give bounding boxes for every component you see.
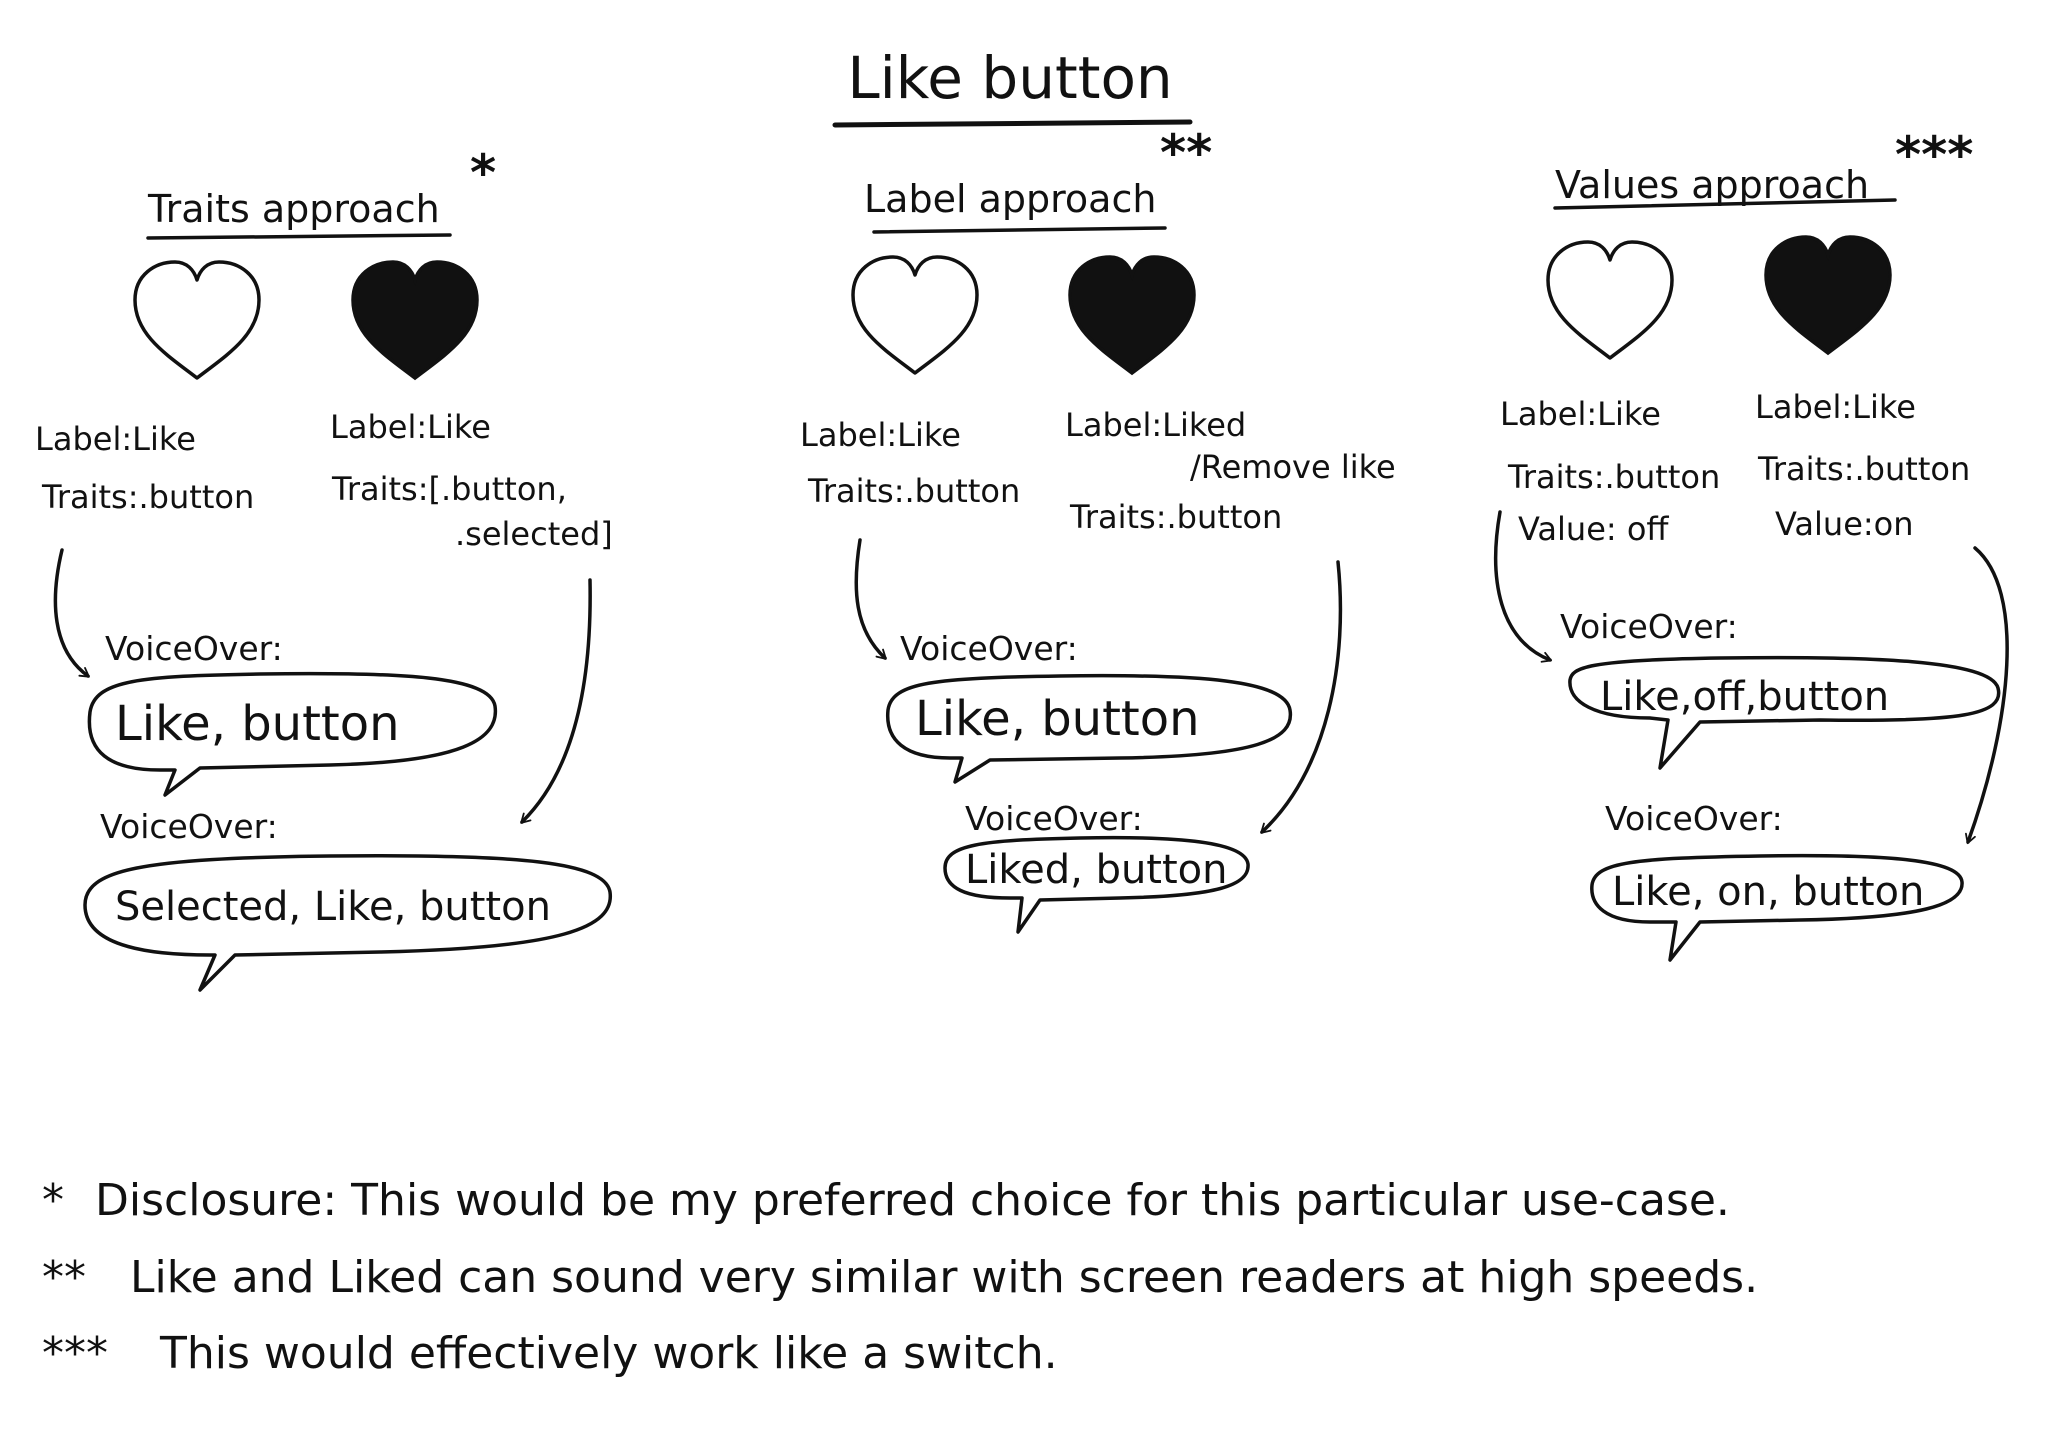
traits-voiceover-speech-1: Like, button	[115, 696, 400, 752]
traits-approach-column: Traits approach * Label:Like Traits:.but…	[35, 144, 613, 992]
traits-unselected-label: Label:Like	[35, 420, 196, 458]
label-approach-heading: Label approach	[864, 177, 1156, 221]
label-heading-underline	[872, 226, 1167, 234]
footnote-1-text: Disclosure: This would be my preferred c…	[95, 1175, 1730, 1226]
values-selected-traits: Traits:.button	[1757, 450, 1970, 488]
footnotes: * Disclosure: This would be my preferred…	[42, 1175, 1758, 1379]
label-approach-column: Label approach ** Label:Like Traits:.but…	[800, 124, 1396, 934]
footnote-2-text: Like and Liked can sound very similar wi…	[130, 1252, 1758, 1303]
title-underline	[832, 119, 1193, 128]
values-voiceover-caption-2: VoiceOver:	[1605, 799, 1783, 838]
values-arrow-selected	[1965, 546, 2009, 845]
traits-selected-traits-line2: .selected]	[455, 515, 613, 553]
footnote-2-mark: **	[42, 1252, 86, 1303]
traits-footnote-mark: *	[470, 144, 496, 202]
heart-outline-icon	[133, 260, 261, 380]
traits-arrow-unselected	[53, 548, 90, 678]
values-speech-bubble-2	[1590, 853, 1964, 962]
label-unselected-traits: Traits:.button	[807, 472, 1020, 510]
values-selected-label: Label:Like	[1755, 388, 1916, 426]
diagram-title: Like button	[832, 44, 1193, 128]
values-voiceover-caption-1: VoiceOver:	[1560, 607, 1738, 646]
footnote-1-mark: *	[42, 1175, 64, 1226]
label-arrow-unselected	[854, 538, 887, 660]
heart-outline-icon	[851, 255, 979, 375]
traits-unselected-traits: Traits:.button	[41, 478, 254, 516]
footnote-3-mark: ***	[42, 1328, 108, 1379]
values-speech-bubble-1	[1568, 655, 2001, 770]
label-unselected-label: Label:Like	[800, 416, 961, 454]
traits-selected-label: Label:Like	[330, 408, 491, 446]
label-voiceover-caption-1: VoiceOver:	[900, 629, 1078, 668]
traits-approach-heading: Traits approach	[147, 187, 440, 231]
label-footnote-mark: **	[1160, 124, 1212, 182]
values-footnote-mark: ***	[1895, 126, 1973, 184]
traits-selected-traits-line1: Traits:[.button,	[331, 470, 567, 508]
traits-arrow-selected	[520, 578, 592, 824]
footnote-3-text: This would effectively work like a switc…	[159, 1328, 1058, 1379]
label-arrow-selected	[1260, 560, 1343, 834]
label-selected-label: Label:Liked	[1065, 406, 1246, 444]
heart-filled-icon	[1068, 255, 1196, 375]
values-arrow-unselected	[1493, 510, 1553, 663]
label-voiceover-caption-2: VoiceOver:	[965, 799, 1143, 838]
values-heading-underline	[1553, 198, 1897, 210]
heart-outline-icon	[1546, 240, 1674, 360]
values-selected-value: Value:on	[1775, 505, 1914, 543]
footnote-1: * Disclosure: This would be my preferred…	[42, 1175, 1730, 1226]
traits-voiceover-caption-1: VoiceOver:	[105, 629, 283, 668]
label-speech-bubble-1	[886, 673, 1293, 784]
values-approach-column: Values approach *** Label:Like Traits:.b…	[1493, 126, 2009, 962]
traits-heading-underline	[146, 233, 452, 240]
title-text: Like button	[847, 44, 1172, 112]
label-voiceover-speech-2: Liked, button	[965, 847, 1228, 893]
heart-filled-icon	[1764, 235, 1892, 355]
values-unselected-label: Label:Like	[1500, 395, 1661, 433]
label-speech-bubble-2	[943, 835, 1250, 934]
label-selected-label-line2: /Remove like	[1190, 448, 1396, 486]
values-unselected-value: Value: off	[1518, 510, 1669, 548]
values-voiceover-speech-2: Like, on, button	[1612, 869, 1924, 915]
footnote-3: *** This would effectively work like a s…	[42, 1328, 1058, 1379]
label-voiceover-speech-1: Like, button	[915, 691, 1200, 747]
heart-filled-icon	[351, 260, 479, 380]
traits-voiceover-caption-2: VoiceOver:	[100, 807, 278, 846]
traits-speech-bubble-1	[87, 671, 498, 797]
values-approach-heading: Values approach	[1555, 163, 1869, 207]
traits-voiceover-speech-2: Selected, Like, button	[115, 884, 551, 930]
traits-speech-bubble-2	[83, 853, 612, 992]
values-voiceover-speech-1: Like,off,button	[1600, 674, 1889, 720]
label-selected-traits: Traits:.button	[1069, 498, 1282, 536]
footnote-2: ** Like and Liked can sound very similar…	[42, 1252, 1758, 1303]
values-unselected-traits: Traits:.button	[1507, 458, 1720, 496]
